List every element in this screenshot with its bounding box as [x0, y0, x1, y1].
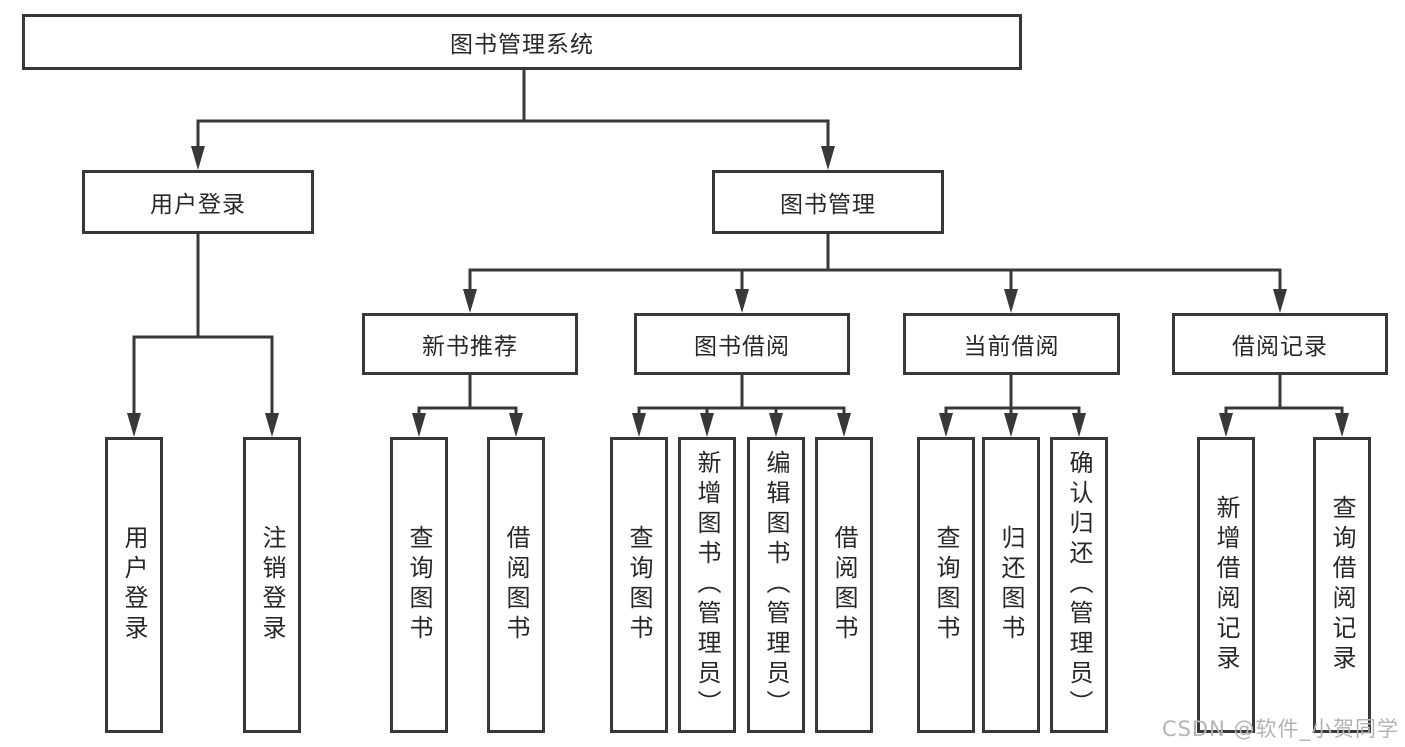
connector-root-to-level2	[196, 70, 830, 150]
arrowheads-book-borrow-leaves	[632, 413, 851, 437]
connector-book-borrow-branch	[637, 375, 846, 417]
connector-borrow-record-branch	[1224, 375, 1344, 417]
node-leaf-edit-books-admin-label: 编辑图书（管理员）	[762, 450, 790, 720]
node-user-login-label: 用户登录	[150, 192, 246, 218]
node-book-management: 图书管理	[712, 170, 944, 234]
node-leaf-return-books: 归还图书	[982, 437, 1040, 733]
node-leaf-edit-books-admin: 编辑图书（管理员）	[747, 437, 805, 733]
node-leaf-query-books-borrow-label: 查询图书	[625, 525, 653, 645]
node-borrow-records-label: 借阅记录	[1232, 334, 1328, 360]
connector-current-borrow-branch	[944, 375, 1081, 417]
node-leaf-query-borrow-record: 查询借阅记录	[1313, 437, 1371, 733]
node-leaf-query-books-recommend-label: 查询图书	[405, 525, 433, 645]
connector-book-management-branch	[468, 234, 1282, 293]
connector-user-login-branch	[132, 234, 274, 417]
node-leaf-add-books-admin-label: 新增图书（管理员）	[693, 450, 721, 720]
node-book-management-label: 图书管理	[780, 192, 876, 218]
node-root-label: 图书管理系统	[450, 32, 594, 58]
node-root: 图书管理系统	[22, 14, 1022, 70]
node-leaf-borrow-books-recommend-label: 借阅图书	[502, 525, 530, 645]
node-leaf-query-books-current: 查询图书	[917, 437, 975, 733]
arrowheads-new-book-leaves	[412, 413, 523, 437]
node-leaf-borrow-books-label: 借阅图书	[830, 525, 858, 645]
node-leaf-confirm-return-admin-label: 确认归还（管理员）	[1065, 450, 1093, 720]
node-leaf-query-books-borrow: 查询图书	[610, 437, 668, 733]
node-leaf-logout: 注销登录	[243, 437, 301, 733]
node-current-borrow: 当前借阅	[903, 313, 1120, 375]
arrowheads-level3	[463, 289, 1287, 313]
node-leaf-query-books-current-label: 查询图书	[932, 525, 960, 645]
node-leaf-add-borrow-record-label: 新增借阅记录	[1212, 495, 1240, 675]
node-leaf-query-borrow-record-label: 查询借阅记录	[1328, 495, 1356, 675]
node-new-book-recommend: 新书推荐	[362, 313, 578, 375]
node-borrow-records: 借阅记录	[1172, 313, 1388, 375]
arrowheads-current-borrow-leaves	[939, 413, 1086, 437]
node-book-borrow-label: 图书借阅	[694, 334, 790, 360]
node-leaf-add-books-admin: 新增图书（管理员）	[678, 437, 736, 733]
csdn-watermark: CSDN @软件_小贺同学	[1161, 717, 1399, 741]
node-leaf-confirm-return-admin: 确认归还（管理员）	[1050, 437, 1108, 733]
node-leaf-return-books-label: 归还图书	[997, 525, 1025, 645]
arrowheads-user-login-leaves	[127, 413, 279, 437]
arrowheads-borrow-record-leaves	[1219, 413, 1349, 437]
node-user-login: 用户登录	[82, 170, 314, 234]
node-leaf-user-login-label: 用户登录	[120, 525, 148, 645]
node-leaf-query-books-recommend: 查询图书	[390, 437, 448, 733]
node-current-borrow-label: 当前借阅	[963, 334, 1060, 360]
node-leaf-add-borrow-record: 新增借阅记录	[1197, 437, 1255, 733]
node-leaf-user-login: 用户登录	[105, 437, 163, 733]
node-new-book-recommend-label: 新书推荐	[422, 334, 518, 360]
node-leaf-borrow-books-recommend: 借阅图书	[487, 437, 545, 733]
node-book-borrow: 图书借阅	[634, 313, 850, 375]
arrowheads-level2	[191, 146, 835, 170]
connector-new-book-branch	[417, 375, 518, 417]
node-leaf-borrow-books: 借阅图书	[815, 437, 873, 733]
node-leaf-logout-label: 注销登录	[258, 525, 286, 645]
